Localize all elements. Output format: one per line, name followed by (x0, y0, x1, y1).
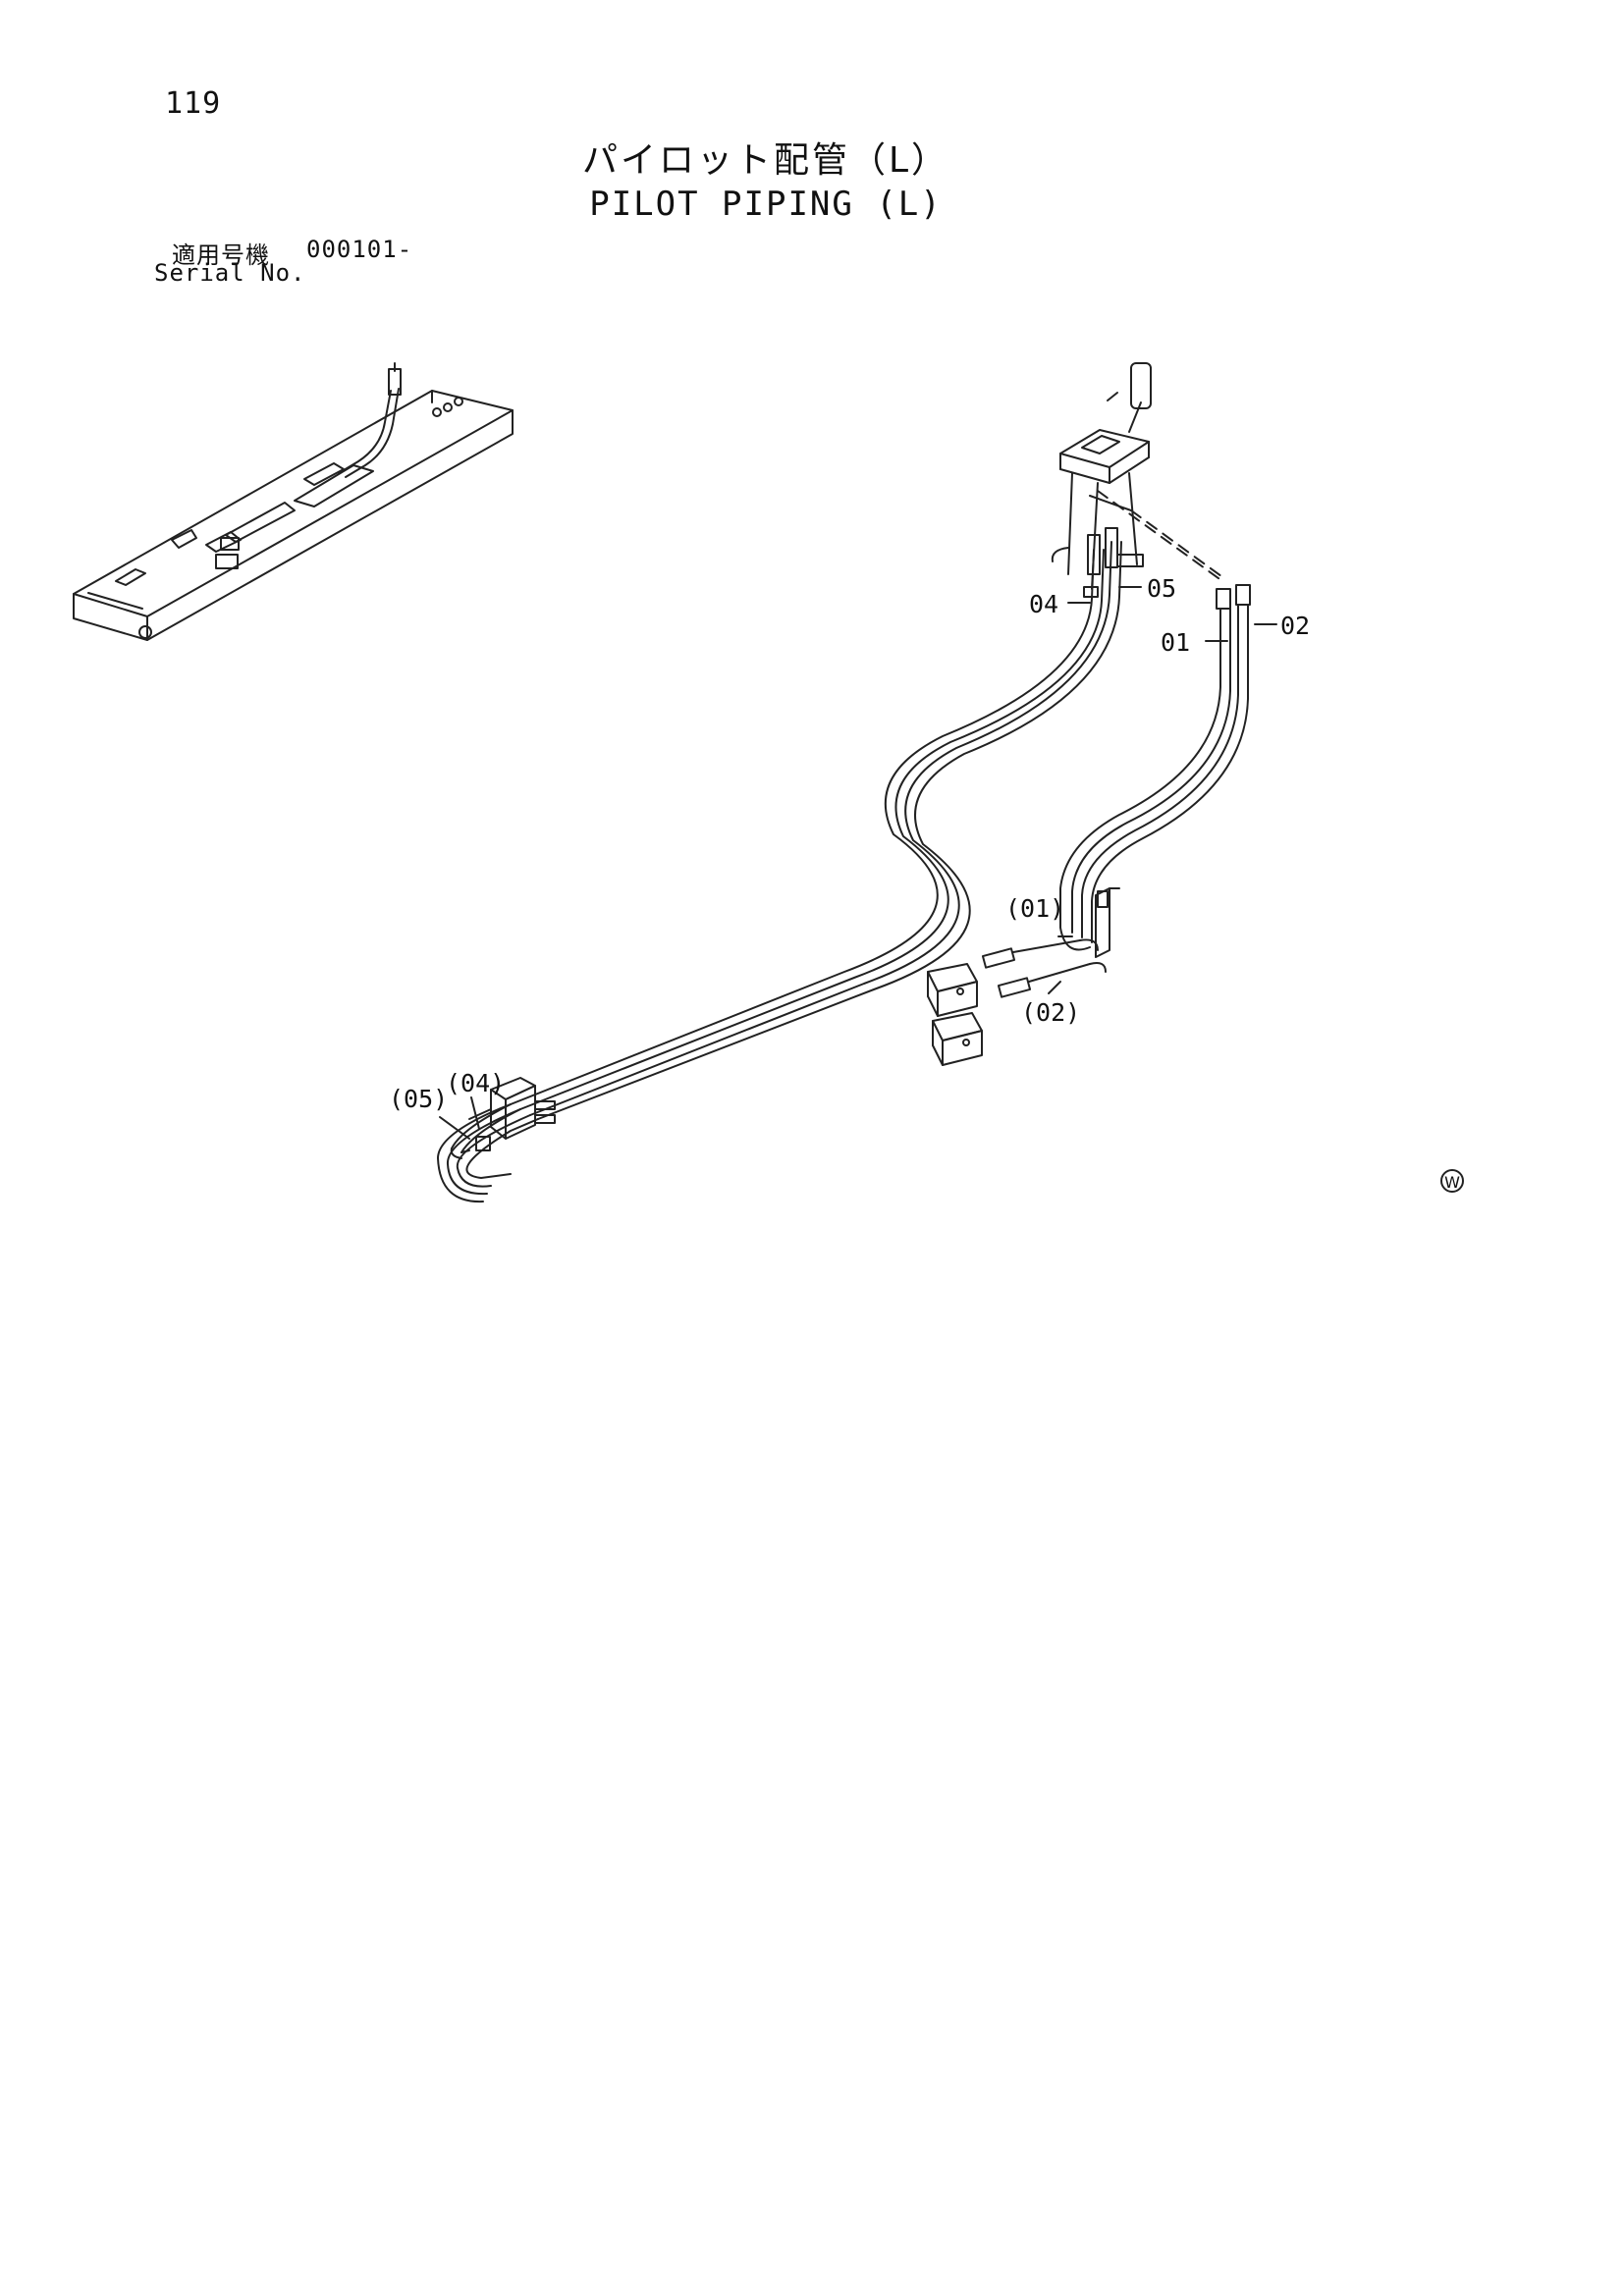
serial-label-japanese: 適用号機 (172, 241, 270, 269)
callout-05-paren: (05) (389, 1085, 448, 1113)
hose-01-02 (1059, 596, 1249, 951)
page-title-english: PILOT PIPING (L) (589, 185, 943, 224)
fitting-02 (1235, 584, 1251, 606)
hose-04-05 (451, 541, 1122, 1153)
callout-05: 05 (1147, 574, 1176, 603)
callout-01: 01 (1161, 628, 1190, 657)
bottom-left-valve-block (468, 1077, 556, 1151)
callout-04-paren: (04) (446, 1069, 505, 1097)
reference-lines (1097, 490, 1226, 582)
callout-02-paren: (02) (1021, 998, 1080, 1027)
serial-label-english: Serial No. (154, 259, 306, 287)
page-title-japanese: パイロット配管（L） (581, 140, 950, 181)
callout-02: 02 (1280, 612, 1310, 640)
callout-01-paren: (01) (1005, 894, 1064, 923)
machine-frame-inset (73, 362, 514, 641)
pilot-valve-stand (1051, 362, 1152, 598)
middle-valve-blocks (927, 887, 1120, 1066)
w-mark: W (1440, 1169, 1464, 1193)
serial-number-value: 000101- (306, 236, 413, 263)
callout-leaders (439, 586, 1277, 1140)
hose-loop-bottom-left (437, 1103, 539, 1203)
w-mark-letter: W (1444, 1173, 1460, 1192)
page-number: 119 (165, 86, 222, 121)
callout-04: 04 (1029, 590, 1058, 618)
fitting-01 (1216, 588, 1231, 610)
